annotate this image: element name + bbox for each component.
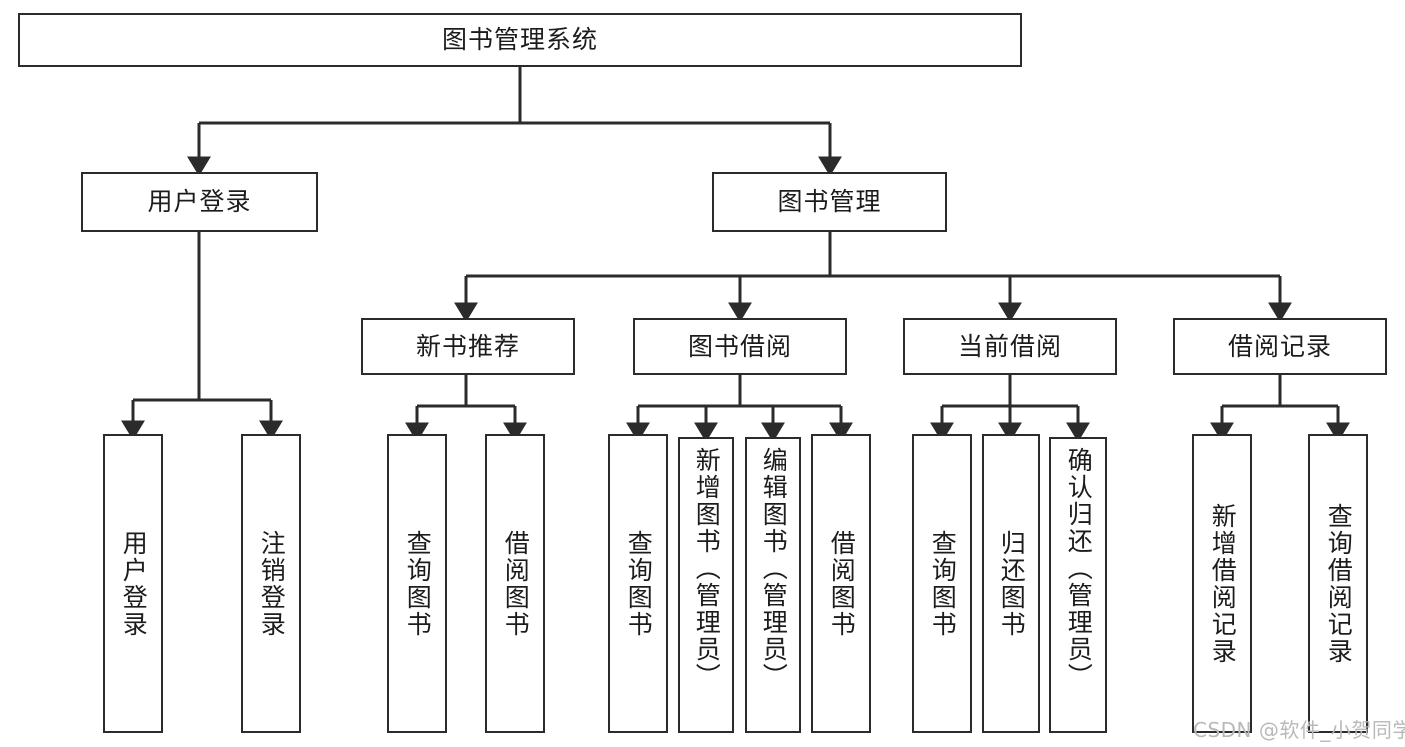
leaf-borrow-book-borrow[interactable]: 借阅图书	[811, 434, 871, 733]
node-book-borrow[interactable]: 图书借阅	[633, 318, 847, 375]
leaf-label: 归还图书	[997, 529, 1027, 638]
leaf-label: 新增借阅记录	[1208, 502, 1238, 665]
node-label: 借阅记录	[1227, 331, 1332, 361]
leaf-label: 借阅图书	[501, 529, 531, 638]
leaf-label: 确认归还（管理员）	[1064, 447, 1094, 690]
leaf-query-borrow-record[interactable]: 查询借阅记录	[1308, 434, 1368, 733]
node-current-borrow[interactable]: 当前借阅	[903, 318, 1117, 375]
node-label: 图书借阅	[687, 331, 792, 361]
node-new-book-recommend[interactable]: 新书推荐	[361, 318, 575, 375]
leaf-query-book-borrow[interactable]: 查询图书	[608, 434, 668, 733]
node-user-login[interactable]: 用户登录	[81, 172, 318, 232]
leaf-label: 新增图书（管理员）	[692, 447, 722, 690]
node-root-book-management-system[interactable]: 图书管理系统	[18, 13, 1022, 67]
leaf-label: 查询图书	[624, 529, 654, 638]
leaf-logout-login[interactable]: 注销登录	[241, 434, 301, 733]
leaf-borrow-book-recommend[interactable]: 借阅图书	[485, 434, 545, 733]
node-borrow-record[interactable]: 借阅记录	[1173, 318, 1387, 375]
leaf-query-book-current[interactable]: 查询图书	[912, 434, 972, 733]
leaf-user-login[interactable]: 用户登录	[103, 434, 163, 733]
csdn-watermark: CSDN @软件_小贺同学	[1193, 718, 1405, 742]
leaf-add-book-admin[interactable]: 新增图书（管理员）	[678, 437, 734, 733]
node-label: 图书管理	[777, 187, 882, 217]
node-label: 当前借阅	[957, 331, 1062, 361]
leaf-query-book-recommend[interactable]: 查询图书	[387, 434, 447, 733]
node-label: 新书推荐	[415, 331, 520, 361]
leaf-add-borrow-record[interactable]: 新增借阅记录	[1192, 434, 1252, 733]
node-label: 用户登录	[147, 187, 252, 217]
leaf-label: 查询图书	[928, 529, 958, 638]
leaf-return-book[interactable]: 归还图书	[982, 434, 1040, 733]
leaf-label: 借阅图书	[827, 529, 857, 638]
node-book-management[interactable]: 图书管理	[712, 172, 947, 232]
leaf-label: 查询图书	[403, 529, 433, 638]
leaf-label: 用户登录	[119, 529, 149, 638]
leaf-label: 查询借阅记录	[1324, 502, 1354, 665]
leaf-edit-book-admin[interactable]: 编辑图书（管理员）	[745, 437, 801, 733]
leaf-confirm-return-admin[interactable]: 确认归还（管理员）	[1049, 437, 1107, 733]
node-label: 图书管理系统	[441, 25, 598, 55]
leaf-label: 编辑图书（管理员）	[759, 447, 789, 690]
leaf-label: 注销登录	[257, 529, 287, 638]
